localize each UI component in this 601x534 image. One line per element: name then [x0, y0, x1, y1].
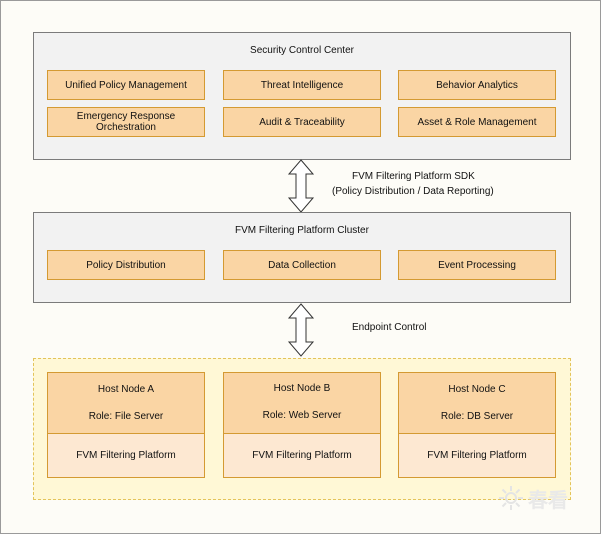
sdk-label-line1: FVM Filtering Platform SDK [352, 171, 475, 182]
module-emergency-response-orchestration: Emergency Response Orchestration [47, 107, 205, 137]
sdk-label-line2: (Policy Distribution / Data Reporting) [332, 186, 494, 197]
endpoint-double-arrow [287, 303, 315, 357]
module-audit-traceability: Audit & Traceability [223, 107, 381, 137]
fvm-cluster-title: FVM Filtering Platform Cluster [235, 225, 369, 236]
host-node-c-name: Host Node C [448, 384, 506, 395]
host-node-a-name: Host Node A [97, 384, 155, 395]
host-node-b: Host Node B Role: Web Server FVM Filteri… [223, 372, 381, 478]
host-node-b-platform: FVM Filtering Platform [224, 434, 380, 477]
module-unified-policy-management: Unified Policy Management [47, 70, 205, 100]
endpoint-control-label: Endpoint Control [352, 322, 427, 333]
host-node-a: Host Node A Role: File Server FVM Filter… [47, 372, 205, 478]
module-threat-intelligence: Threat Intelligence [223, 70, 381, 100]
host-node-c-role: Role: DB Server [440, 411, 514, 422]
watermark-text: 春看 [528, 489, 568, 512]
host-node-b-role: Role: Web Server [262, 410, 342, 421]
host-node-c: Host Node C Role: DB Server FVM Filterin… [398, 372, 556, 478]
host-node-b-name: Host Node B [273, 383, 331, 394]
module-policy-distribution: Policy Distribution [47, 250, 205, 280]
watermark-logo-icon [499, 486, 523, 510]
watermark: 春看 [498, 485, 588, 512]
sdk-double-arrow [287, 159, 315, 213]
host-node-a-platform: FVM Filtering Platform [48, 434, 204, 477]
security-control-center-title: Security Control Center [250, 45, 354, 56]
module-event-processing: Event Processing [398, 250, 556, 280]
module-asset-role-management: Asset & Role Management [398, 107, 556, 137]
module-data-collection: Data Collection [223, 250, 381, 280]
host-node-a-role: Role: File Server [88, 411, 164, 422]
host-node-c-platform: FVM Filtering Platform [399, 434, 555, 477]
module-behavior-analytics: Behavior Analytics [398, 70, 556, 100]
